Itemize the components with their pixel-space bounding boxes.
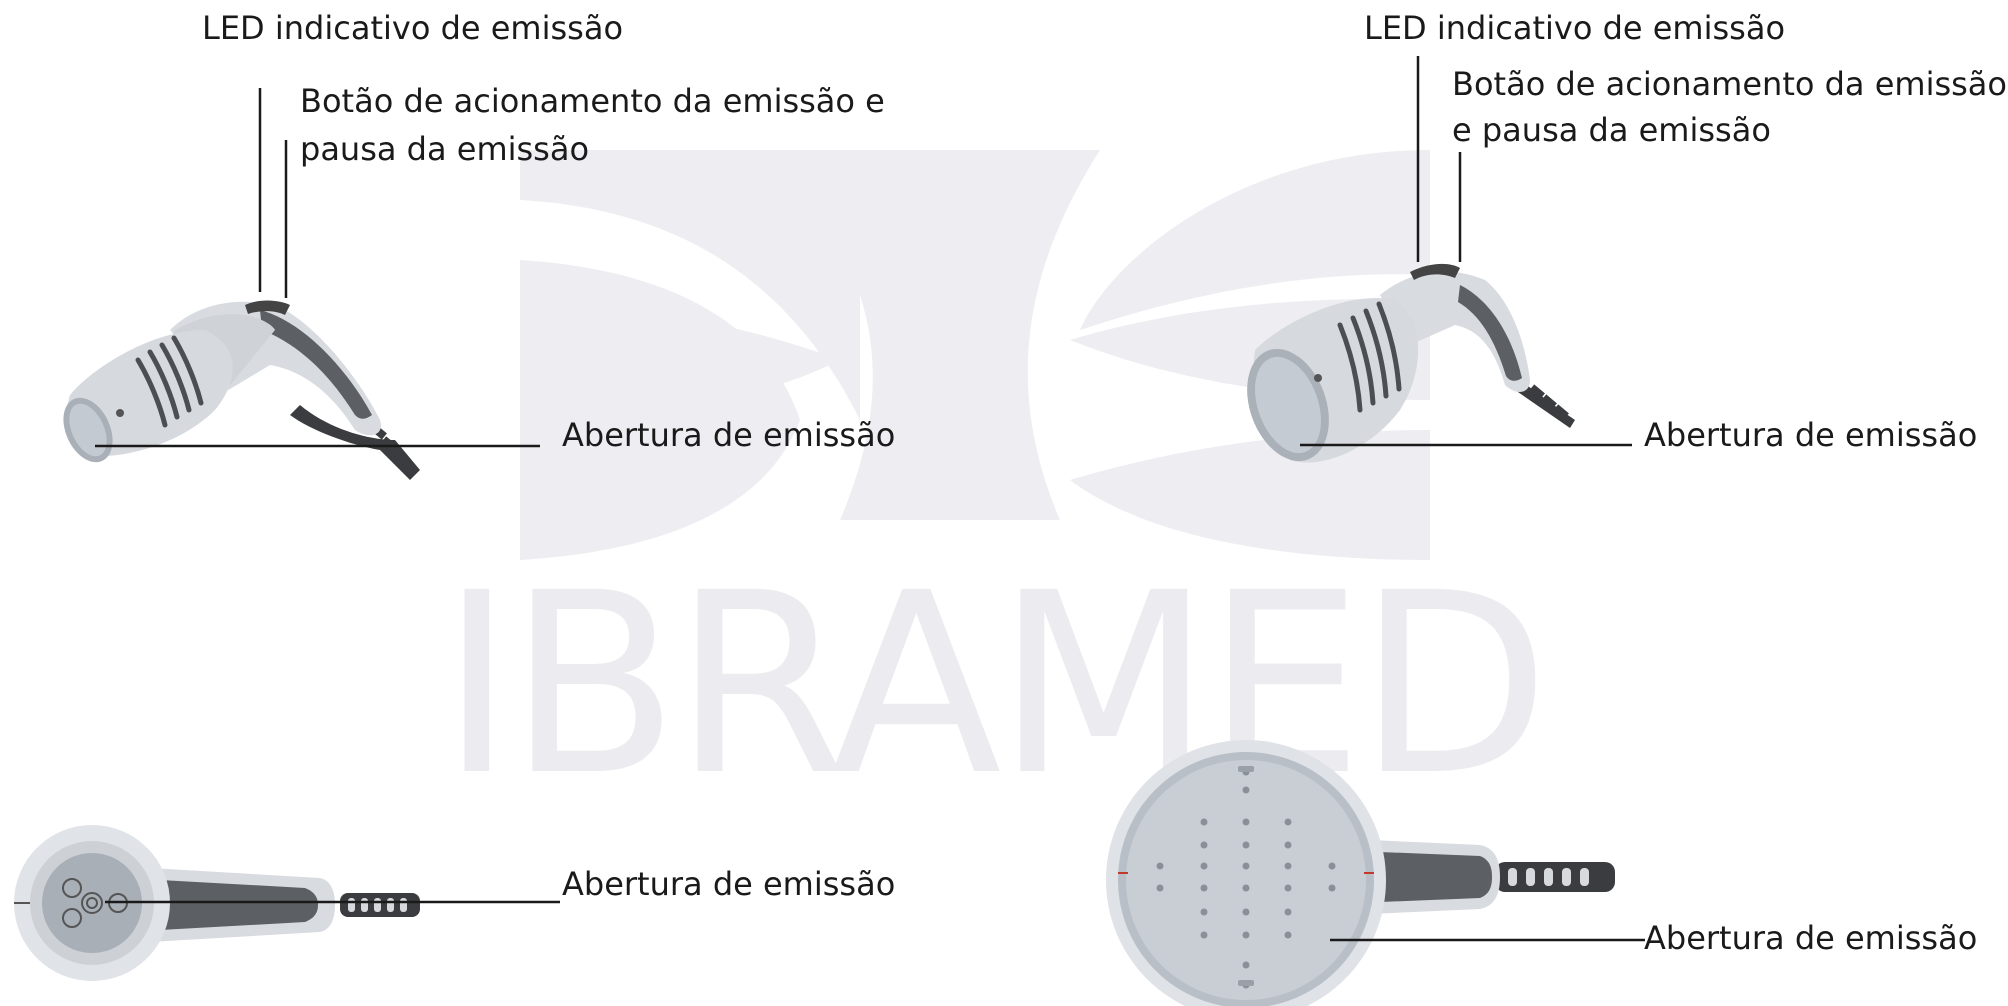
label-aperture-top-right: Abertura de emissão <box>1644 416 1978 454</box>
label-button-top-right-line2: e pausa da emissão <box>1452 111 1771 149</box>
handpiece-bottom-right <box>1106 740 1615 1006</box>
label-button-top-right-line1: Botão de acionamento da emissão <box>1452 65 2007 103</box>
label-led-top-right: LED indicativo de emissão <box>1364 9 1786 47</box>
label-button-top-left-line1: Botão de acionamento da emissão e <box>300 82 885 120</box>
watermark-text: IBRAMED <box>440 539 1550 830</box>
handpiece-bottom-left <box>14 825 420 981</box>
label-aperture-bottom-right: Abertura de emissão <box>1644 919 1978 957</box>
leader-lines <box>95 56 1645 942</box>
label-aperture-top-left: Abertura de emissão <box>562 416 896 454</box>
handpiece-top-left <box>63 300 420 480</box>
label-button-top-left-line2: pausa da emissão <box>300 130 590 168</box>
label-aperture-bottom-left: Abertura de emissão <box>562 865 896 903</box>
label-led-top-left: LED indicativo de emissão <box>202 9 624 47</box>
handpiece-top-right <box>1247 263 1575 463</box>
